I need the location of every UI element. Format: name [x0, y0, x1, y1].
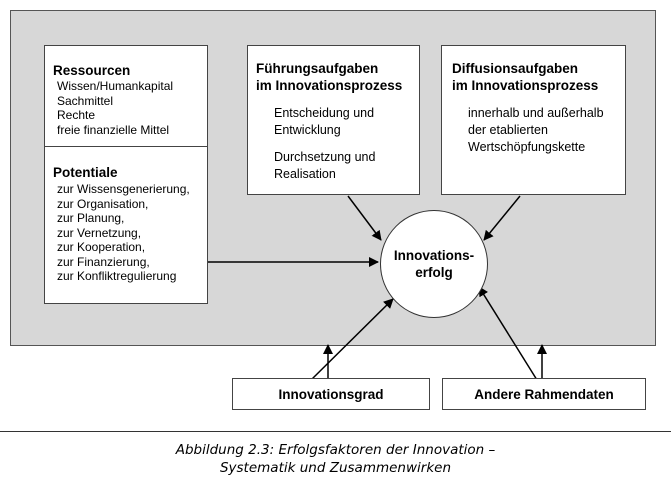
diffusion-text: innerhalb und außerhalb [468, 106, 604, 120]
fuehrungsaufgaben-box: Führungsaufgaben im Innovationsprozess E… [247, 45, 420, 195]
rahmendaten-label: Andere Rahmendaten [474, 386, 614, 402]
innovationsgrad-box: Innovationsgrad [232, 378, 430, 410]
caption-line: Systematik und Zusammenwirken [219, 460, 452, 476]
ressourcen-item: Sachmittel [57, 93, 114, 108]
caption-line: Abbildung 2.3: Erfolgsfaktoren der Innov… [175, 442, 496, 458]
potentiale-item: zur Organisation, [57, 196, 149, 211]
ressourcen-item: Wissen/Humankapital [57, 79, 174, 93]
diffusion-text: der etablierten [468, 123, 548, 137]
diffusion-text: Wertschöpfungskette [468, 140, 586, 154]
potentiale-item: zur Planung, [57, 211, 125, 225]
potentiale-item: zur Wissensgenerierung, [57, 182, 190, 196]
ressourcen-box: Ressourcen Wissen/Humankapital Sachmitte… [44, 45, 208, 147]
fuehrung-text: Entwicklung [274, 123, 341, 137]
diffusion-title-line: Diffusionsaufgaben [452, 61, 579, 76]
ressourcen-item: Rechte [57, 108, 96, 122]
fuehrung-text: Entscheidung und [274, 106, 375, 120]
fuehrung-text: Durchsetzung und [274, 150, 376, 164]
innovationserfolg-circle: Innovations- erfolg [380, 210, 488, 318]
ressourcen-title: Ressourcen [53, 63, 131, 78]
diffusionsaufgaben-box: Diffusionsaufgaben im Innovationsprozess… [441, 45, 626, 195]
fuehrung-text: Realisation [274, 167, 336, 181]
potentiale-item: zur Konfliktregulierung [57, 269, 177, 283]
figure-caption: Abbildung 2.3: Erfolgsfaktoren der Innov… [0, 441, 671, 477]
rahmendaten-box: Andere Rahmendaten [442, 378, 646, 410]
innovationsgrad-label: Innovationsgrad [278, 386, 384, 402]
potentiale-title: Potentiale [53, 165, 118, 180]
arrow-rahmen-to-center [478, 286, 538, 381]
diffusion-title-line: im Innovationsprozess [452, 78, 599, 93]
arrow-fuehrung-to-center [347, 195, 382, 241]
ressourcen-item: freie finanzielle Mittel [57, 122, 170, 137]
caption-divider [0, 431, 671, 432]
potentiale-item: zur Kooperation, [57, 240, 146, 254]
fuehrung-title-line: Führungsaufgaben [256, 61, 379, 76]
potentiale-item: zur Finanzierung, [57, 254, 150, 269]
potentiale-item: zur Vernetzung, [57, 225, 142, 240]
fuehrung-title-line: im Innovationsprozess [256, 78, 403, 93]
arrow-diffusion-to-center [483, 195, 521, 241]
center-line: Innovations- [393, 248, 475, 263]
arrow-grad-to-center [310, 298, 394, 381]
center-line: erfolg [415, 265, 453, 280]
potentiale-box: Potentiale zur Wissensgenerierung, zur O… [44, 146, 208, 304]
